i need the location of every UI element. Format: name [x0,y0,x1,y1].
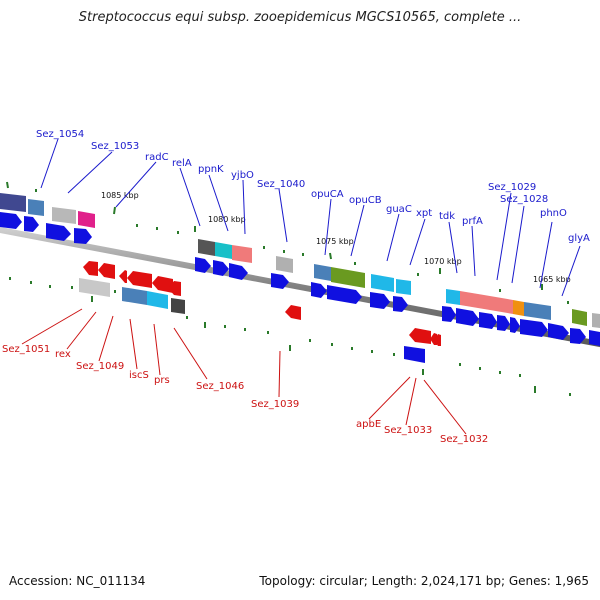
gene-label-sez-1046[interactable]: Sez_1046 [196,381,244,392]
accession-text: Accession: NC_011134 [9,574,146,588]
map-title: Streptococcus equi subsp. zooepidemicus … [78,10,522,25]
reverse-arrows [83,261,441,346]
gene-label-sez-1053[interactable]: Sez_1053 [91,141,139,152]
scale-label-1065: 1065 kbp [533,275,571,284]
gene-label-tdk[interactable]: tdk [439,211,455,222]
gene-label-radc[interactable]: radC [145,152,169,163]
gene-label-rex[interactable]: rex [55,349,71,360]
gene-label-sez-1039[interactable]: Sez_1039 [251,399,299,410]
gene-label-opucb[interactable]: opuCB [349,195,382,206]
gene-label-apbe[interactable]: apbE [356,419,381,430]
lower-feature-blocks [79,278,185,314]
reverse-gene-labels: Sez_1051 rex Sez_1049 iscS prs Sez_1046 … [2,344,488,445]
forward-gene-labels: Sez_1054 Sez_1053 radC relA ppnK yjbO Se… [36,129,590,244]
scale-label-1085: 1085 kbp [101,191,139,200]
gene-label-xpt[interactable]: xpt [416,208,432,219]
gene-label-rela[interactable]: relA [172,158,192,169]
gene-label-prfa[interactable]: prfA [462,216,483,227]
scale-label-1075: 1075 kbp [316,237,354,246]
scale-label-1080: 1080 kbp [208,215,246,224]
gene-label-glya[interactable]: glyA [568,233,590,244]
scale-ticks-upper [6,181,569,304]
scale-label-1070: 1070 kbp [424,257,462,266]
gene-label-ppnk[interactable]: ppnK [198,164,224,175]
gene-label-sez-1049[interactable]: Sez_1049 [76,361,124,372]
reverse-leader-lines [21,308,467,435]
forward-arrows [0,212,600,363]
scale-ticks-lower [9,277,571,396]
gene-label-iscs[interactable]: iscS [129,370,149,381]
gene-label-sez-1029[interactable]: Sez_1029 [488,182,536,193]
gene-label-opuca[interactable]: opuCA [311,189,344,200]
gene-label-sez-1051[interactable]: Sez_1051 [2,344,50,355]
forward-leader-lines [40,138,581,297]
gene-label-prs[interactable]: prs [154,375,170,386]
gene-label-sez-1040[interactable]: Sez_1040 [257,179,305,190]
gene-label-sez-1028[interactable]: Sez_1028 [500,194,548,205]
upper-feature-blocks [0,193,600,328]
gene-label-sez-1033[interactable]: Sez_1033 [384,425,432,436]
genome-summary-text: Topology: circular; Length: 2,024,171 bp… [259,574,589,588]
gene-label-sez-1032[interactable]: Sez_1032 [440,434,488,445]
gene-label-phno[interactable]: phnO [540,208,567,219]
gene-label-sez-1054[interactable]: Sez_1054 [36,129,84,140]
gene-label-yjbo[interactable]: yjbO [231,170,254,181]
gene-label-guac[interactable]: guaC [386,204,412,215]
